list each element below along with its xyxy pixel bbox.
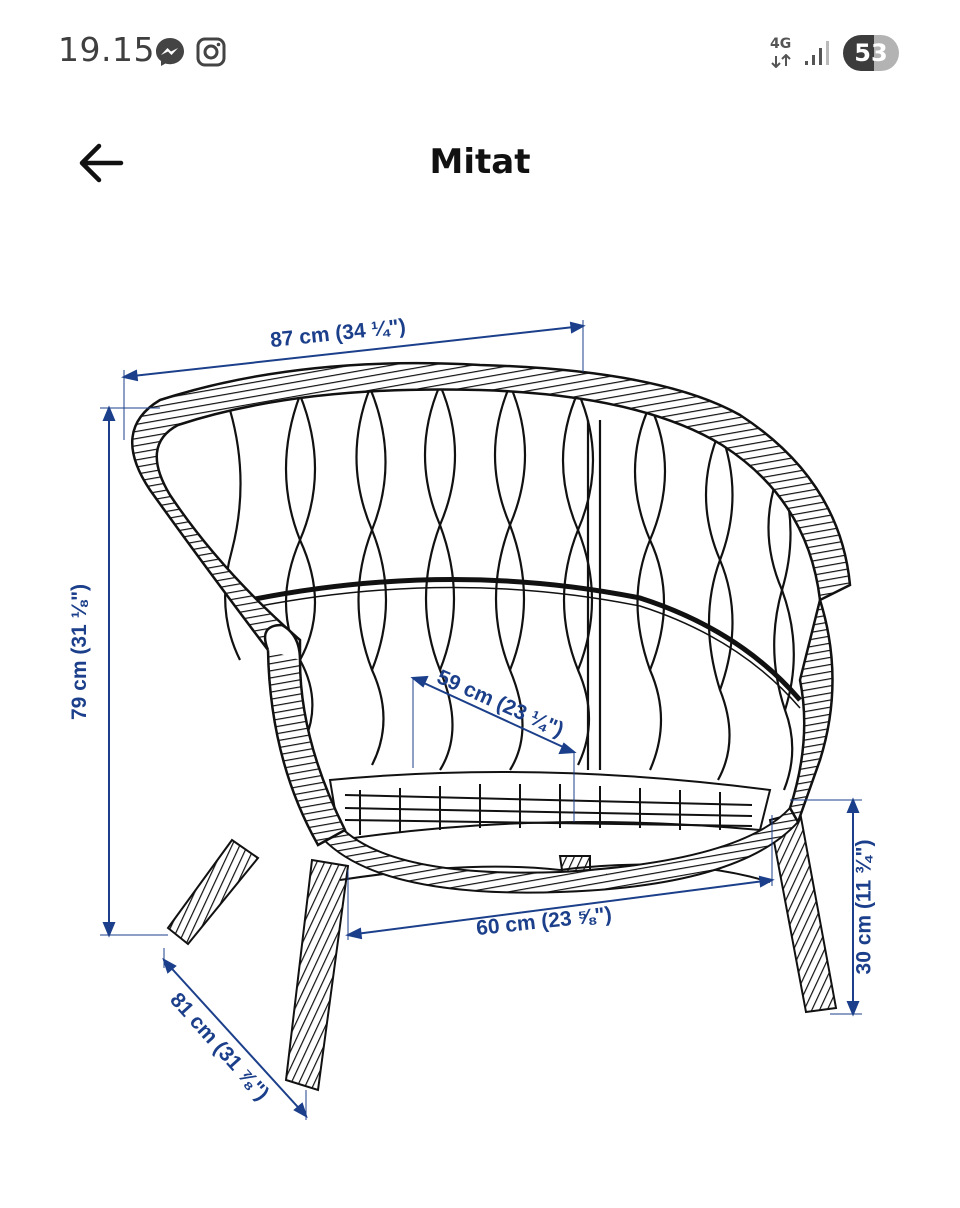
back-button[interactable] xyxy=(70,136,132,190)
chair-legs xyxy=(166,810,838,1092)
messenger-icon xyxy=(154,36,186,72)
page-title: Mitat xyxy=(429,142,531,182)
back-lattice xyxy=(224,384,802,791)
instagram-icon xyxy=(195,36,227,72)
dimension-lines xyxy=(100,320,862,1120)
height-dimension-label: 79 cm (31 ⅛") xyxy=(68,583,92,721)
arrow-left-icon xyxy=(79,143,124,183)
header: Mitat xyxy=(0,120,960,210)
seat-slats xyxy=(328,771,772,842)
status-time: 19.15 xyxy=(58,30,155,69)
status-bar: 19.15 4G xyxy=(0,0,960,110)
battery-icon: 53 xyxy=(843,35,899,71)
chair-illustration xyxy=(100,320,862,1120)
data-arrows-icon xyxy=(771,53,793,72)
network-type: 4G xyxy=(770,36,792,52)
chair-dimension-diagram: 87 cm (34 ¼") 79 cm (31 ⅛") 59 cm (23 ¼"… xyxy=(0,300,960,1150)
seat-height-dimension-label: 30 cm (11 ¾") xyxy=(852,839,876,975)
signal-icon xyxy=(804,39,832,71)
